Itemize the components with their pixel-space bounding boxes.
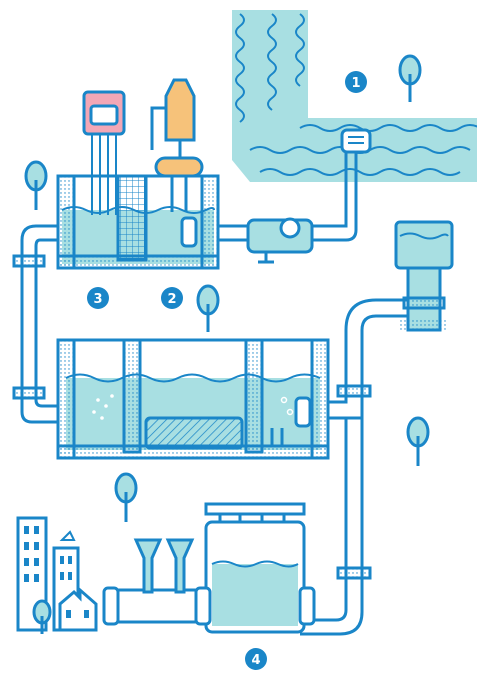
pump: [214, 217, 314, 264]
dosing-unit-pink: [82, 90, 126, 215]
step-badge-1: 1: [345, 71, 367, 93]
pipe-left: [12, 224, 58, 424]
intake-pipe: [310, 152, 358, 242]
bottom-pipe: [102, 538, 316, 626]
dosing-unit-orange: [150, 78, 204, 212]
step-label-2: 2: [167, 292, 176, 307]
tree-3: [196, 284, 220, 332]
sedimentation-tank: [56, 338, 330, 460]
tree-5: [114, 472, 138, 522]
tree-4: [406, 416, 430, 466]
river: [232, 10, 477, 182]
water-tower: [394, 220, 454, 332]
step-label-1: 1: [351, 76, 360, 91]
step-label-4: 4: [251, 653, 260, 668]
storage-tank: [204, 502, 306, 634]
tree-6: [32, 599, 52, 634]
pipe-right: [300, 298, 408, 636]
step-badge-4: 4: [245, 648, 267, 670]
step-badge-2: 2: [161, 287, 183, 309]
step-badge-3: 3: [87, 287, 109, 309]
tree-1: [398, 54, 422, 102]
tree-2: [24, 160, 48, 210]
city: [16, 516, 98, 632]
step-label-3: 3: [93, 292, 102, 307]
chemical-tank: [56, 174, 220, 270]
